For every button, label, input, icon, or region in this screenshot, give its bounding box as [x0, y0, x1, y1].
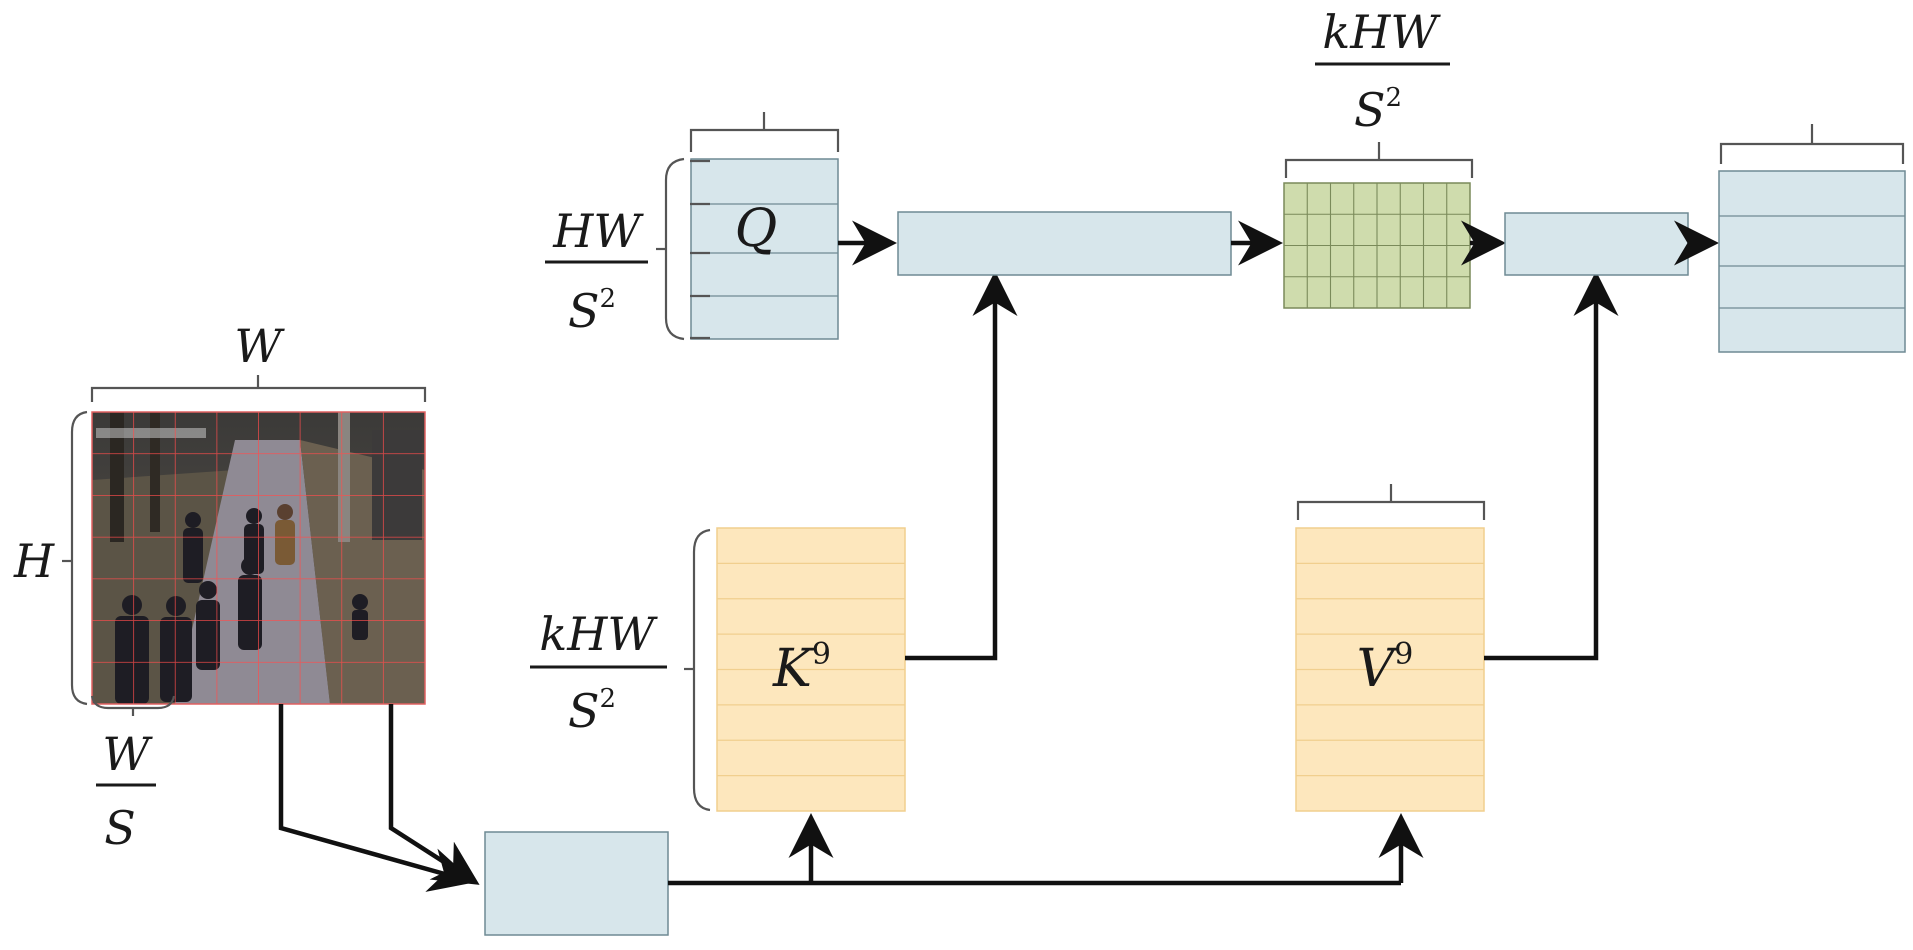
key-rows-numerator: kHW: [539, 607, 658, 661]
value-cols-bracket: [1296, 484, 1486, 520]
query-symbol: Q: [735, 199, 778, 259]
query-rows-fraction: HW S2: [545, 204, 648, 338]
output-block: [1718, 170, 1906, 353]
av-matmul-block: [1504, 212, 1689, 276]
key-block: [716, 527, 906, 812]
image-to-projection-arrows: [278, 704, 480, 892]
key-symbol: K9: [772, 637, 831, 699]
attention-cols-numerator: kHW: [1322, 5, 1441, 59]
key-rows-denominator: S2: [568, 684, 616, 738]
key-rows-brace: [684, 528, 711, 812]
projection-to-kv-arrows: [668, 813, 1424, 886]
query-block: [690, 158, 839, 340]
patch-width-bracket: [90, 695, 176, 716]
attention-cols-fraction: kHW S2: [1315, 5, 1450, 137]
input-image: [91, 411, 426, 705]
image-width-label: W: [234, 319, 285, 373]
value-symbol: V9: [1357, 637, 1414, 699]
query-rows-numerator: HW: [552, 204, 644, 258]
image-height-brace: [62, 410, 88, 706]
image-height-label: H: [13, 534, 55, 588]
projection-block: [484, 831, 669, 936]
query-rows-brace: [656, 157, 710, 341]
attention-cols-denominator: S2: [1354, 83, 1402, 137]
key-to-matmul-arrow: [905, 271, 1018, 661]
value-to-output-op-arrow: [1484, 271, 1619, 661]
value-block: [1295, 527, 1485, 812]
attention-map: [1283, 182, 1471, 309]
query-cols-bracket: [689, 112, 840, 152]
patch-width-fraction: W S: [96, 727, 156, 855]
query-rows-denominator: S2: [568, 284, 616, 338]
patch-width-numerator: W: [102, 727, 153, 781]
patch-width-denominator: S: [104, 801, 136, 855]
output-cols-bracket: [1719, 124, 1905, 164]
qk-matmul-block: [897, 211, 1232, 276]
key-rows-fraction: kHW S2: [530, 607, 667, 738]
attention-cols-bracket: [1284, 142, 1474, 178]
image-width-bracket: [90, 375, 427, 402]
